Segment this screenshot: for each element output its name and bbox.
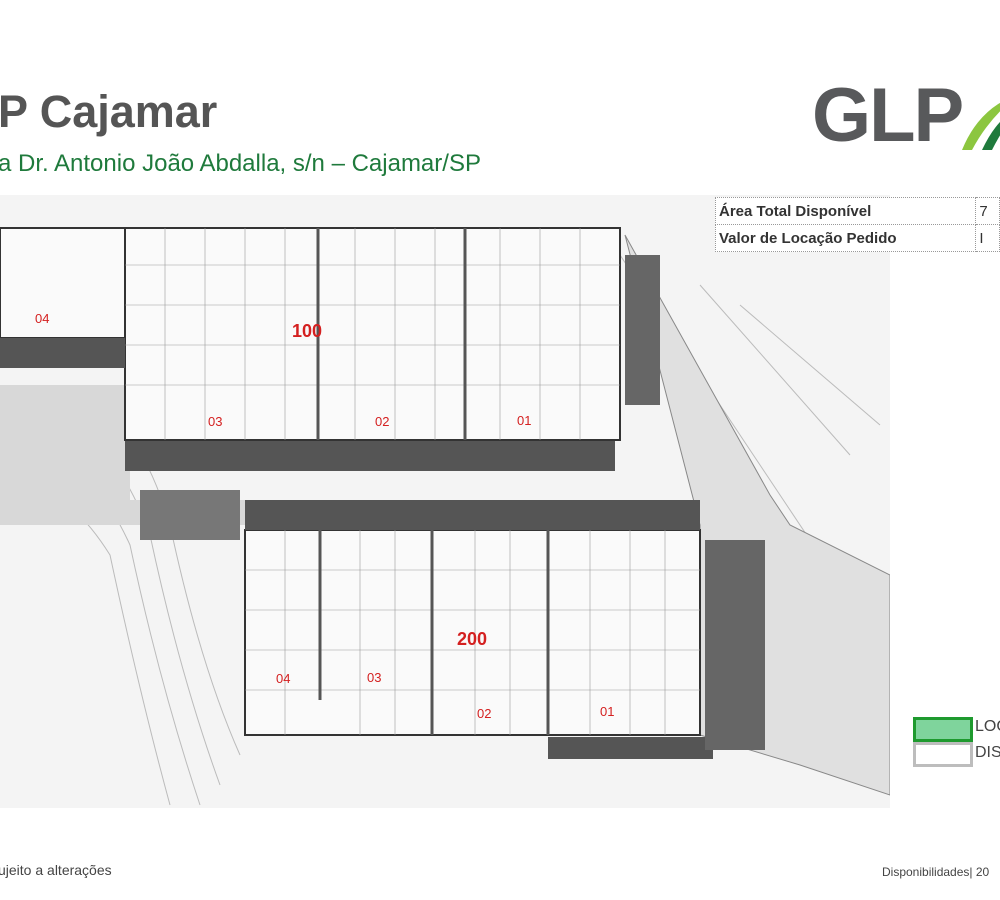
area-label: Área Total Disponível (714, 197, 977, 225)
legend-label-leased: LOC (975, 718, 1000, 735)
footer-page-label: Disponibilidades| 20 (882, 865, 990, 879)
table-row: Área Total Disponível 7 (714, 197, 1000, 225)
logo-text: GLP (812, 73, 964, 158)
legend-label-available: DIS (975, 744, 1000, 761)
table-row: Valor de Locação Pedido I (714, 224, 1000, 252)
footer-disclaimer: ujeito a alterações (0, 862, 112, 878)
legend-swatch-leased (913, 717, 973, 742)
building-100 (0, 227, 621, 471)
building-100-label: 100 (292, 321, 322, 341)
area-value: 7 (975, 197, 1000, 225)
module-label: 03 (367, 670, 381, 685)
legend-swatch-available (913, 742, 973, 767)
building-200 (140, 255, 765, 759)
module-label: 04 (35, 311, 49, 326)
rent-label: Valor de Locação Pedido (714, 224, 977, 252)
info-table: Área Total Disponível 7 Valor de Locação… (714, 197, 1000, 252)
module-label: 01 (517, 413, 531, 428)
logo-leaf-icon (962, 102, 1000, 150)
glp-logo: GLP (812, 76, 1000, 156)
site-plan: 100 04 03 02 01 200 04 03 02 01 (0, 195, 891, 808)
address: a Dr. Antonio João Abdalla, s/n – Cajama… (0, 150, 481, 177)
module-label: 04 (276, 671, 290, 686)
module-label: 02 (375, 414, 389, 429)
module-label: 03 (208, 414, 222, 429)
module-label: 01 (600, 704, 614, 719)
building-200-label: 200 (457, 629, 487, 649)
module-label: 02 (477, 706, 491, 721)
page-title: P Cajamar (0, 86, 218, 137)
rent-value: I (975, 224, 1000, 252)
